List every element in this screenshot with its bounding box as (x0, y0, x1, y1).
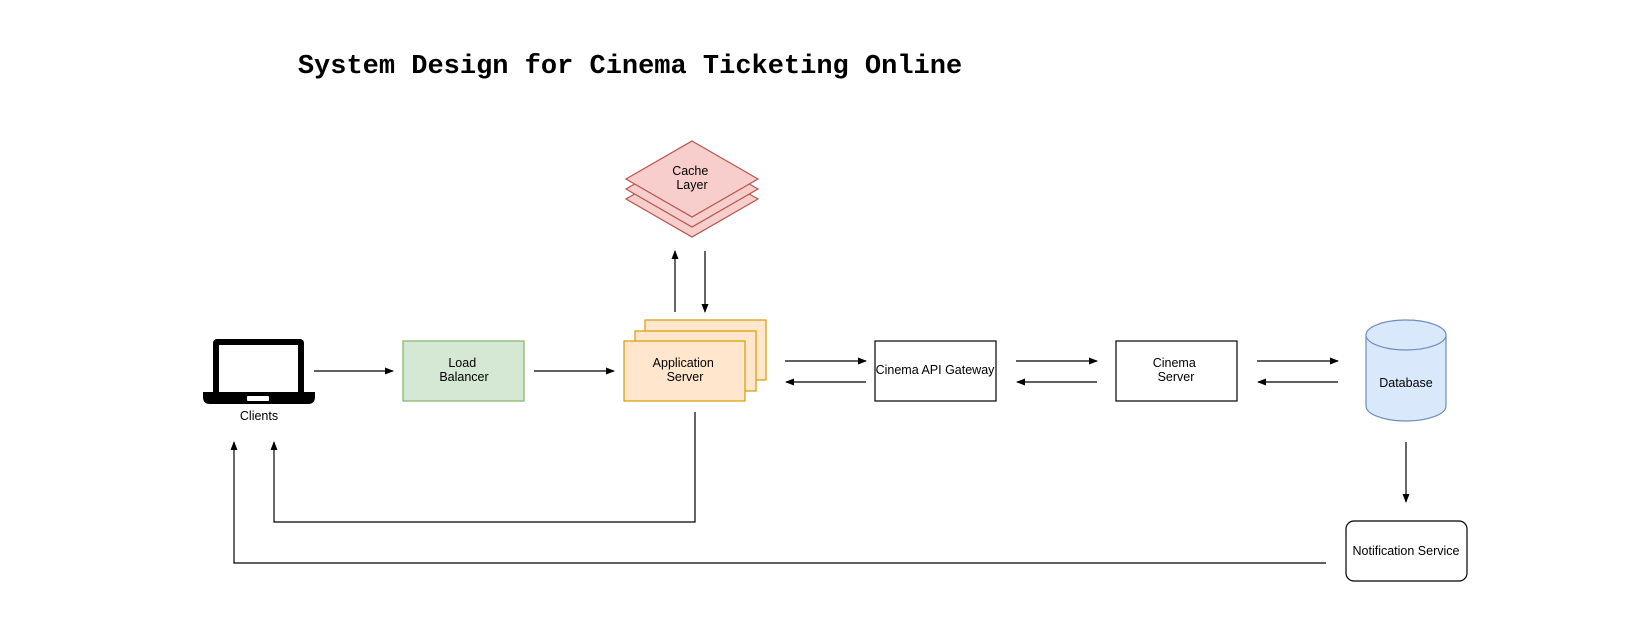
diagram-title: System Design for Cinema Ticketing Onlin… (298, 52, 962, 82)
load-balancer-node[interactable]: Load Balancer (402, 340, 525, 402)
load-balancer-label-line2: Balancer (439, 370, 488, 384)
edge-app-server-to-clients (270, 412, 696, 523)
application-server-label-line2: Server (667, 370, 704, 384)
clients-node[interactable]: Clients (203, 339, 315, 423)
database-cylinder-top (1365, 319, 1447, 351)
cinema-server-node[interactable]: Cinema Server (1115, 340, 1238, 402)
notification-service-node[interactable]: Notification Service (1345, 520, 1468, 582)
cache-layer-label-line2: Layer (676, 178, 707, 192)
database-label: Database (1379, 376, 1433, 390)
database-cylinder-body (1365, 335, 1447, 422)
cinema-api-gateway-node[interactable]: Cinema API Gateway (874, 340, 997, 402)
load-balancer-label-line1: Load (448, 356, 476, 370)
cinema-server-box (1115, 340, 1238, 402)
cinema-server-label-line2: Server (1158, 370, 1195, 384)
clients-label: Clients (240, 409, 278, 423)
edge-notification-to-clients (230, 441, 1326, 564)
load-balancer-box (402, 340, 525, 402)
cinema-server-label: Cinema Server (1153, 356, 1200, 384)
cache-layer-label-line1: Cache (672, 164, 708, 178)
cinema-api-gateway-label: Cinema API Gateway (876, 363, 996, 377)
cinema-server-label-line1: Cinema (1153, 356, 1196, 370)
cache-layer-label: Cache Layer (672, 164, 712, 192)
cache-layer-diamond (624, 140, 760, 218)
application-server-label-line1: Application (653, 356, 714, 370)
laptop-icon (203, 339, 315, 404)
application-server-box (623, 340, 746, 402)
notification-service-box (1345, 520, 1468, 582)
cache-layer-node[interactable]: Cache Layer (624, 140, 760, 238)
notification-service-label: Notification Service (1353, 544, 1460, 558)
database-node[interactable]: Database (1365, 319, 1447, 422)
cinema-api-gateway-box (874, 340, 997, 402)
application-server-node[interactable]: Application Server (623, 319, 767, 402)
load-balancer-label: Load Balancer (439, 356, 488, 384)
application-server-label: Application Server (653, 356, 718, 384)
